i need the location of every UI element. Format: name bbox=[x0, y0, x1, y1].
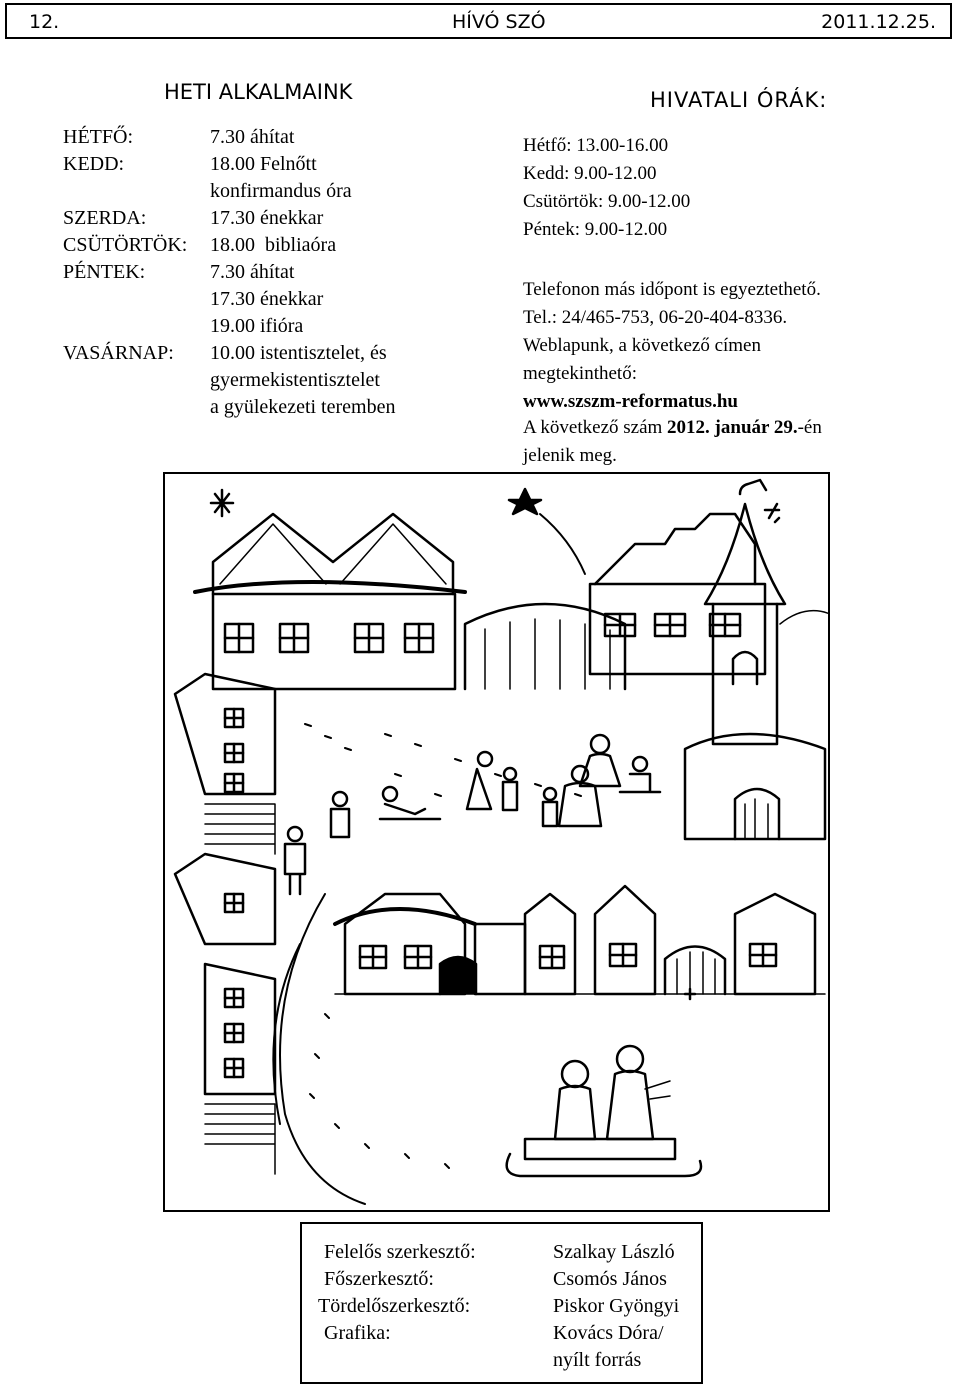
snow-path bbox=[272, 723, 582, 1205]
issue-date: 2011.12.25. bbox=[821, 11, 936, 33]
office-hours-line: Csütörtök: 9.00-12.00 bbox=[523, 191, 691, 212]
credit-name: nyílt forrás bbox=[553, 1349, 642, 1371]
website-url: www.szszm-reformatus.hu bbox=[523, 391, 738, 412]
next-issue-date: 2012. január 29. bbox=[667, 417, 798, 438]
schedule-line: a gyülekezeti teremben bbox=[210, 396, 396, 418]
next-issue-line2: jelenik meg. bbox=[523, 445, 617, 466]
credits-box: Felelős szerkesztő: Szalkay László Fősze… bbox=[300, 1222, 703, 1384]
schedule-line: 7.30 áhítat bbox=[210, 261, 295, 283]
left-houses bbox=[173, 672, 277, 1175]
sled-children bbox=[505, 1044, 703, 1178]
credit-name: Piskor Gyöngyi bbox=[553, 1295, 680, 1317]
credit-role: Grafika: bbox=[324, 1322, 391, 1344]
office-title: HIVATALI ÓRÁK: bbox=[650, 88, 828, 112]
office-hours-line: Péntek: 9.00-12.00 bbox=[523, 219, 668, 240]
schedule-day: SZERDA: bbox=[63, 207, 147, 229]
credit-role: Felelős szerkesztő: bbox=[324, 1241, 476, 1263]
next-issue-pre: A következő szám bbox=[523, 417, 668, 438]
schedule-day: CSÜTÖRTÖK: bbox=[63, 234, 188, 256]
office-hours-line: Hétfő: 13.00-16.00 bbox=[523, 135, 669, 156]
page-number: 12. bbox=[29, 11, 60, 33]
web-line-1: Weblapunk, a következő címen bbox=[523, 335, 761, 356]
web-line-2: megtekinthető: bbox=[523, 363, 637, 384]
credit-role: Tördelőszerkesztő: bbox=[318, 1295, 471, 1317]
credit-name: Kovács Dóra/ bbox=[553, 1322, 664, 1344]
schedule-line: 18.00 Felnőtt bbox=[210, 153, 317, 175]
page-header: 12. HÍVÓ SZÓ 2011.12.25. bbox=[5, 3, 952, 39]
people bbox=[283, 733, 662, 896]
credit-role: Főszerkesztő: bbox=[324, 1268, 434, 1290]
schedule-line: 19.00 ifióra bbox=[210, 315, 304, 337]
schedule-day: VASÁRNAP: bbox=[63, 342, 174, 364]
next-issue-post: -én bbox=[797, 417, 822, 438]
phone-note: Telefonon más időpont is egyeztethető. bbox=[523, 279, 821, 300]
schedule-line: 10.00 istentisztelet, és bbox=[210, 342, 387, 364]
telephone: Tel.: 24/465-753, 06-20-404-8336. bbox=[523, 307, 788, 328]
schedule-line: 7.30 áhítat bbox=[210, 126, 295, 148]
schedule-title: HETI ALKALMAINK bbox=[164, 80, 353, 104]
credit-name: Szalkay László bbox=[553, 1241, 675, 1263]
schedule-day: HÉTFŐ: bbox=[63, 126, 133, 148]
church-tower bbox=[683, 478, 831, 841]
village-drawing bbox=[173, 478, 831, 1205]
publication-title: HÍVÓ SZÓ bbox=[452, 11, 546, 33]
schedule-line: 17.30 énekkar bbox=[210, 207, 324, 229]
credit-name: Csomós János bbox=[553, 1268, 667, 1290]
winter-village-illustration bbox=[163, 472, 831, 1212]
schedule-day: PÉNTEK: bbox=[63, 261, 146, 283]
schedule-line: 17.30 énekkar bbox=[210, 288, 324, 310]
back-houses bbox=[193, 512, 767, 691]
schedule-day: KEDD: bbox=[63, 153, 125, 175]
next-issue: A következő szám 2012. január 29.-én bbox=[523, 414, 822, 442]
front-houses bbox=[333, 884, 826, 996]
schedule-line: konfirmandus óra bbox=[210, 180, 352, 202]
schedule-line: gyermekistentisztelet bbox=[210, 369, 380, 391]
office-hours-line: Kedd: 9.00-12.00 bbox=[523, 163, 657, 184]
schedule-line: 18.00 bibliaóra bbox=[210, 234, 337, 256]
